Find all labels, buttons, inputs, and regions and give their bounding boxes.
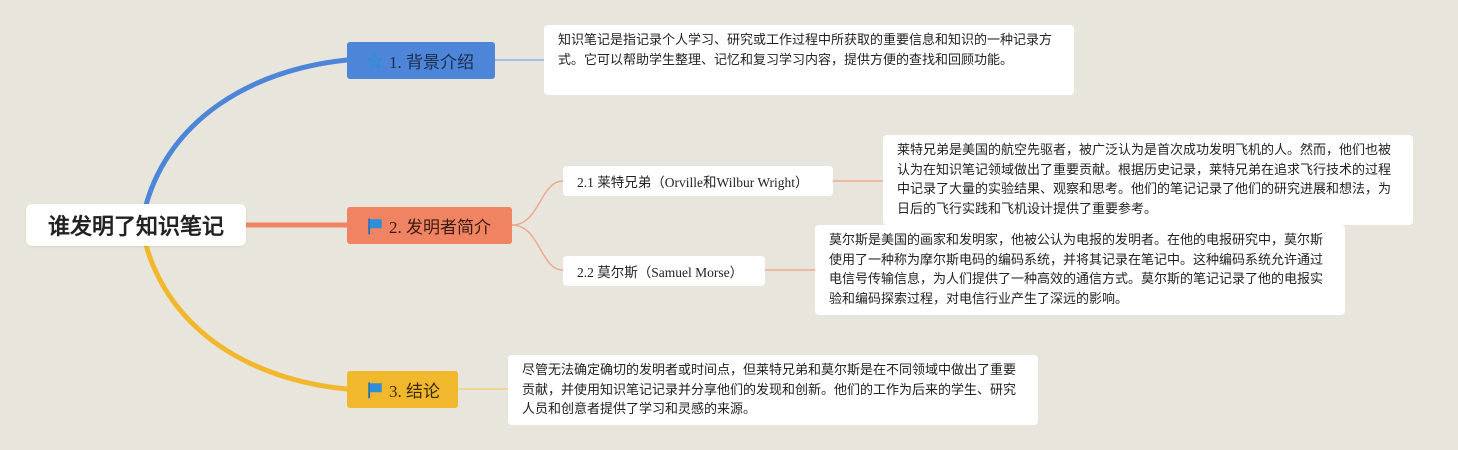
branch-topic-inventors[interactable]: 2. 发明者简介 — [347, 207, 512, 244]
subtopic-label: 2.2 莫尔斯（Samuel Morse） — [577, 265, 744, 280]
connector-branch-2-sub-1 — [511, 180, 564, 226]
branch-topic-label: 2. 发明者简介 — [389, 218, 491, 237]
connector-root-branch-1 — [143, 57, 350, 208]
subtopic-label: 2.1 莱特兄弟（Orville和Wilbur Wright） — [577, 175, 809, 190]
branch-topic-label: 3. 结论 — [389, 382, 440, 401]
subtopic-wright-brothers[interactable]: 2.1 莱特兄弟（Orville和Wilbur Wright） — [563, 166, 833, 196]
connector-root-branch-3 — [143, 242, 350, 392]
flag-icon — [365, 216, 385, 236]
branch-topic-background[interactable]: 1. 背景介绍 — [347, 42, 495, 79]
subtopic-samuel-morse[interactable]: 2.2 莫尔斯（Samuel Morse） — [563, 256, 765, 286]
note-samuel-morse[interactable]: 莫尔斯是美国的画家和发明家，他被公认为电报的发明者。在他的电报研究中，莫尔斯使用… — [815, 225, 1345, 315]
branch-topic-label: 1. 背景介绍 — [389, 53, 474, 72]
root-topic-label: 谁发明了知识笔记 — [47, 215, 224, 240]
note-background[interactable]: 知识笔记是指记录个人学习、研究或工作过程中所获取的重要信息和知识的一种记录方式。… — [544, 25, 1074, 95]
note-conclusion[interactable]: 尽管无法确定确切的发明者或时间点，但莱特兄弟和莫尔斯是在不同领域中做出了重要贡献… — [508, 355, 1038, 425]
note-text: 知识笔记是指记录个人学习、研究或工作过程中所获取的重要信息和知识的一种记录方式。… — [558, 33, 1053, 68]
note-wright-brothers[interactable]: 莱特兄弟是美国的航空先驱者，被广泛认为是首次成功发明飞机的人。然而，他们也被认为… — [883, 135, 1413, 225]
root-topic[interactable]: 谁发明了知识笔记 — [26, 204, 246, 246]
connector-branch-2-sub-2 — [511, 224, 564, 271]
note-text: 莫尔斯是美国的画家和发明家，他被公认为电报的发明者。在他的电报研究中，莫尔斯使用… — [829, 233, 1324, 307]
star-icon — [365, 51, 385, 71]
flag-icon — [365, 380, 385, 400]
note-text: 尽管无法确定确切的发明者或时间点，但莱特兄弟和莫尔斯是在不同领域中做出了重要贡献… — [522, 363, 1017, 417]
note-text: 莱特兄弟是美国的航空先驱者，被广泛认为是首次成功发明飞机的人。然而，他们也被认为… — [897, 143, 1392, 217]
branch-topic-conclusion[interactable]: 3. 结论 — [347, 371, 458, 408]
